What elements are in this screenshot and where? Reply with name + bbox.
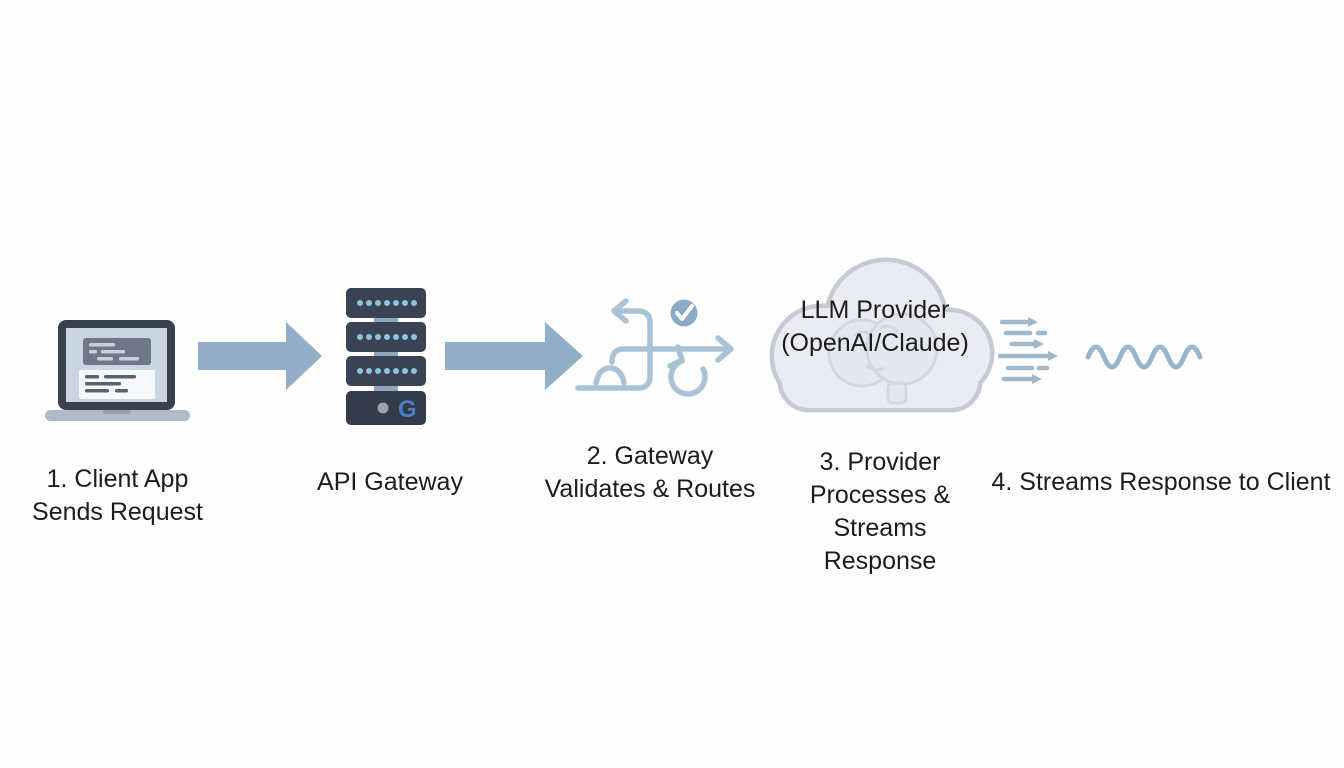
- cloud-label-line1: LLM Provider: [800, 296, 950, 324]
- flow-arrow-1-svg: [198, 322, 322, 390]
- step1-label: 1. Client App Sends Request: [10, 463, 225, 529]
- step3-label-line2: Validates & Routes: [544, 475, 756, 503]
- server-stack-icon: G: [346, 288, 426, 425]
- step4-label-line3: Streams: [833, 514, 927, 542]
- server-stack-svg: G: [346, 288, 426, 425]
- step4-label-line4: Response: [823, 547, 937, 575]
- flow-arrow-1-icon: [198, 322, 322, 390]
- laptop-icon: [45, 320, 190, 426]
- step4-label: 3. Provider Processes & Streams Response: [790, 446, 970, 578]
- step2-label: API Gateway: [290, 466, 490, 499]
- step5-label: 4. Streams Response to Client: [978, 466, 1344, 499]
- step3-label: 2. Gateway Validates & Routes: [515, 440, 785, 506]
- step3-label-line1: 2. Gateway: [586, 442, 714, 470]
- flow-arrow-2-icon: [445, 322, 583, 390]
- routing-paths-icon: [570, 295, 750, 405]
- step2-label-text: API Gateway: [317, 468, 463, 496]
- right-arrowhead: [715, 335, 734, 363]
- main-route-path: [609, 346, 731, 365]
- step4-label-line1: 3. Provider: [819, 448, 941, 476]
- routing-paths-svg: [575, 298, 734, 397]
- step4-label-line2: Processes &: [809, 481, 951, 509]
- server-indicator-dot: [377, 402, 389, 414]
- cloud-icon: LLM Provider (OpenAI/Claude): [762, 250, 997, 418]
- stream-lines-icon: [998, 316, 1080, 394]
- step1-label-line1: 1. Client App: [46, 465, 189, 493]
- loop-path: [668, 358, 708, 397]
- arc-bump: [593, 365, 627, 386]
- laptop-icon-svg: [45, 320, 190, 421]
- stream-lines-svg: [998, 317, 1058, 384]
- checkmark-glyph: [675, 304, 694, 321]
- cloud-label-line2: (OpenAI/Claude): [781, 329, 969, 357]
- loop-arrowhead: [667, 344, 685, 369]
- brain-icon: [827, 312, 939, 405]
- check-badge-icon: [670, 299, 698, 327]
- cloud-svg: [769, 257, 995, 413]
- wave-svg: [1085, 344, 1203, 370]
- cloud-label: LLM Provider (OpenAI/Claude): [766, 294, 984, 360]
- left-arrowhead: [611, 298, 629, 324]
- flow-arrow-2-svg: [445, 322, 583, 390]
- wave-icon: [1082, 330, 1214, 370]
- step5-label-text: 4. Streams Response to Client: [991, 468, 1331, 496]
- gateway-badge-letter: G: [398, 396, 417, 423]
- step1-label-line2: Sends Request: [32, 498, 203, 526]
